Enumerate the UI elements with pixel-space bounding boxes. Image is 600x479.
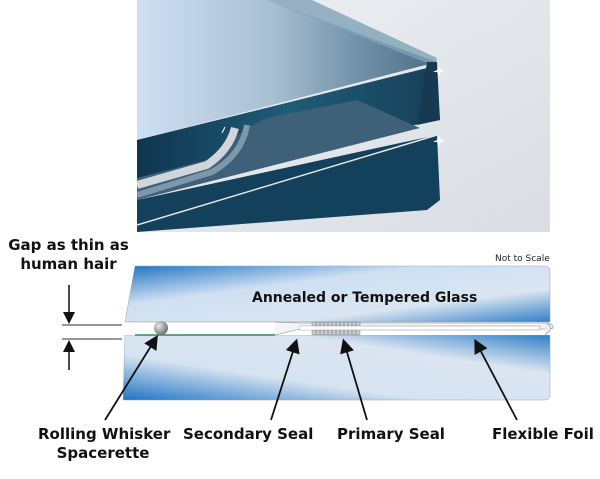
callout-label-line1: Rolling Whisker: [38, 425, 171, 443]
gap-label-line1: Gap as thin as: [8, 236, 129, 254]
callout-label-line2: Spacerette: [56, 444, 150, 462]
glass-label: Annealed or Tempered Glass: [252, 290, 478, 306]
callout-rolling-whisker-spacerette: Rolling Whisker Spacerette: [38, 425, 171, 463]
glass-corner-photo: [137, 0, 550, 232]
callout-flexible-foil: Flexible Foil: [492, 425, 594, 443]
cross-section-diagram: [62, 265, 554, 421]
callout-secondary-seal: Secondary Seal: [183, 425, 314, 443]
gap-label-line2: human hair: [20, 255, 117, 273]
gap-label: Gap as thin as human hair: [6, 236, 131, 274]
not-to-scale-note: Not to Scale: [495, 254, 550, 264]
spacerette-ball: [154, 321, 168, 335]
callout-primary-seal: Primary Seal: [337, 425, 445, 443]
